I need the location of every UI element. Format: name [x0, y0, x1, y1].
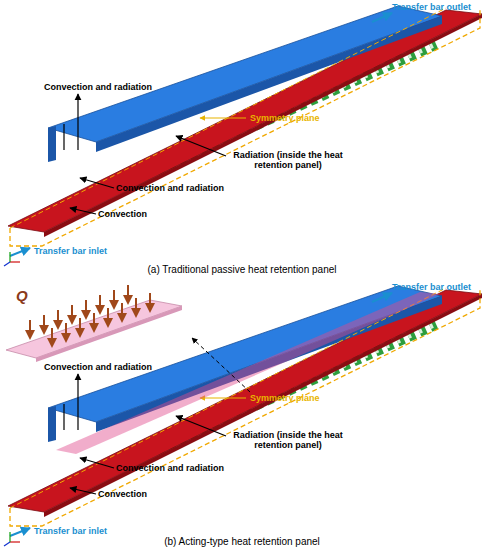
- heat-transfer-label: Convection: [98, 489, 168, 499]
- flux-arrow: [107, 308, 109, 326]
- sub-caption: (a) Traditional passive heat retention p…: [0, 264, 484, 276]
- flux-arrow: [121, 303, 123, 321]
- sub-caption: (b) Acting-type heat retention panel: [0, 536, 484, 548]
- plate-side: [36, 306, 182, 362]
- flux-arrow: [71, 305, 73, 323]
- flux-arrow: [65, 323, 67, 341]
- heat-transfer-label: Convection: [98, 209, 168, 219]
- flux-arrow: [99, 295, 101, 313]
- flux-arrow: [57, 310, 59, 328]
- heat-transfer-label: Radiation (inside the heat retention pan…: [228, 150, 348, 170]
- flux-arrow: [93, 313, 95, 331]
- flow-label: Transfer bar outlet: [392, 282, 484, 292]
- heat-flux-plate: [6, 300, 182, 358]
- flow-label: Transfer bar inlet: [34, 526, 124, 536]
- lift-arrow: [192, 338, 250, 392]
- flux-arrow: [113, 290, 115, 308]
- flux-arrow: [43, 315, 45, 333]
- flux-arrow: [29, 320, 31, 338]
- flux-arrow: [127, 285, 129, 303]
- heat-transfer-label: Radiation (inside the heat retention pan…: [228, 430, 348, 450]
- heat-transfer-label: Convection and radiation: [44, 82, 174, 92]
- heat-flux-symbol: Q: [16, 288, 46, 304]
- panel-b-model: [4, 286, 482, 546]
- plane-label: Symmetry plane: [250, 113, 340, 123]
- flux-arrow: [51, 328, 53, 346]
- flux-arrow: [135, 298, 137, 316]
- heat-transfer-label: Convection and radiation: [44, 362, 174, 372]
- flow-label: Transfer bar outlet: [392, 2, 484, 12]
- flux-arrow: [85, 300, 87, 318]
- heat-flux-arrows: [30, 285, 150, 346]
- flow-label: Transfer bar inlet: [34, 246, 124, 256]
- panel-a-model: [4, 6, 482, 266]
- plane-label: Symmetry plane: [250, 393, 340, 403]
- flux-arrow: [79, 318, 81, 336]
- flux-arrow: [149, 293, 151, 311]
- heat-transfer-label: Convection and radiation: [116, 183, 246, 193]
- heat-transfer-label: Convection and radiation: [116, 463, 246, 473]
